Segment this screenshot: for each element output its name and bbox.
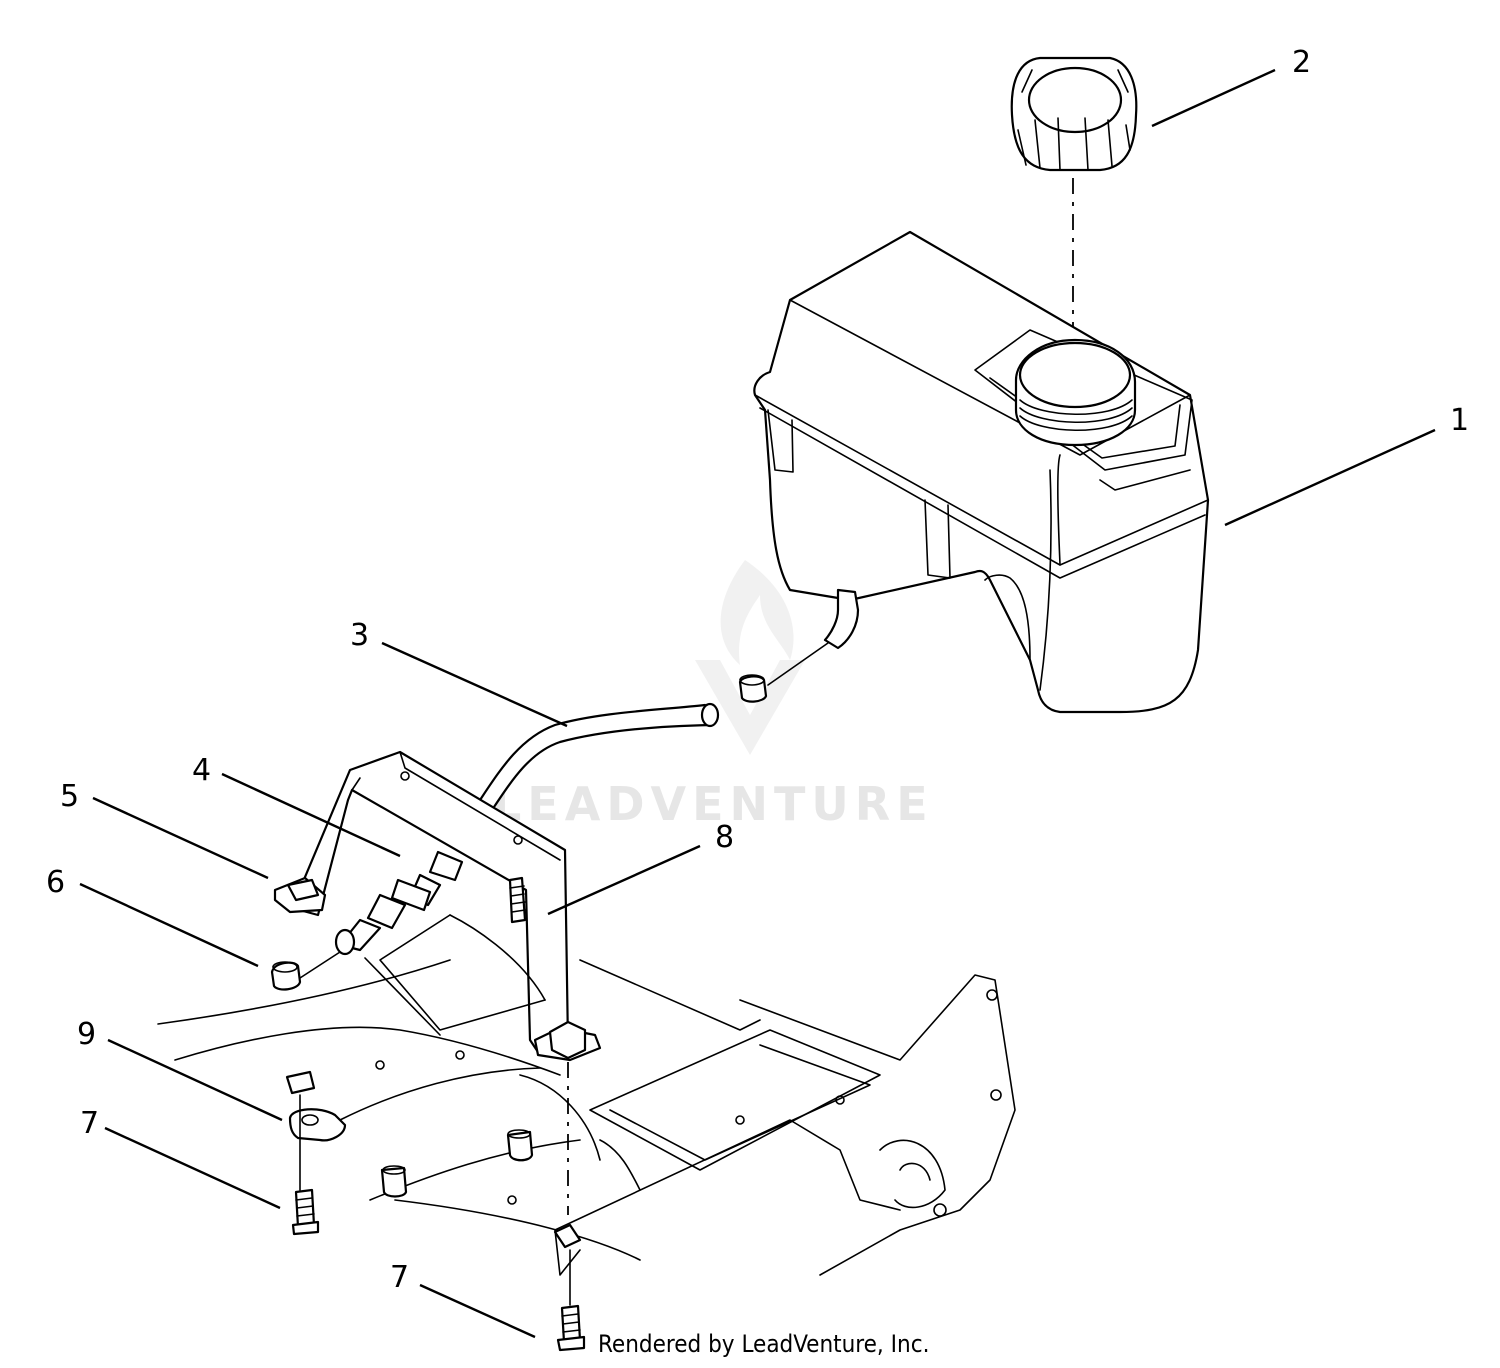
mounting-clip <box>285 1070 347 1142</box>
leader-3 <box>381 641 568 728</box>
callout-3: 3 <box>350 618 369 653</box>
fuel-tank <box>753 230 1210 714</box>
leader-9 <box>107 1038 283 1122</box>
hose-clamp-upper <box>738 674 768 703</box>
lower-hose-route <box>299 951 341 979</box>
leader-8 <box>547 844 701 916</box>
screw-left <box>291 1188 320 1236</box>
fuel-cap <box>1010 56 1138 172</box>
bracket-screw <box>508 876 527 924</box>
callout-9: 9 <box>77 1017 96 1052</box>
screw-bottom <box>556 1304 586 1352</box>
leader-6 <box>79 882 259 968</box>
watermark-text: LEADVENTURE <box>492 777 934 831</box>
hose-clamp-lower <box>270 961 302 991</box>
leader-7a <box>104 1126 281 1210</box>
callout-4: 4 <box>192 753 211 788</box>
hex-nut-upper <box>273 876 327 914</box>
callout-6: 6 <box>46 865 65 900</box>
watermark-logo <box>695 560 805 755</box>
render-credit: Rendered by LeadVenture, Inc. <box>598 1330 930 1358</box>
callout-5: 5 <box>60 779 79 814</box>
callout-8: 8 <box>715 820 734 855</box>
leader-4 <box>221 772 401 858</box>
bracket-bolt <box>533 1020 602 1062</box>
callout-7-bottom: 7 <box>390 1260 409 1295</box>
tank-bracket <box>290 750 570 1057</box>
hose-route-line <box>767 642 829 686</box>
callout-1: 1 <box>1450 403 1469 438</box>
leader-7b <box>419 1283 536 1339</box>
mower-frame <box>157 914 1016 1276</box>
leader-2 <box>1151 68 1276 128</box>
leader-5 <box>92 796 269 880</box>
callout-2: 2 <box>1292 45 1311 80</box>
clip-nut-bottom <box>553 1223 582 1249</box>
leader-1 <box>1224 428 1436 527</box>
callout-7-left: 7 <box>80 1106 99 1141</box>
shutoff-valve <box>334 850 464 956</box>
